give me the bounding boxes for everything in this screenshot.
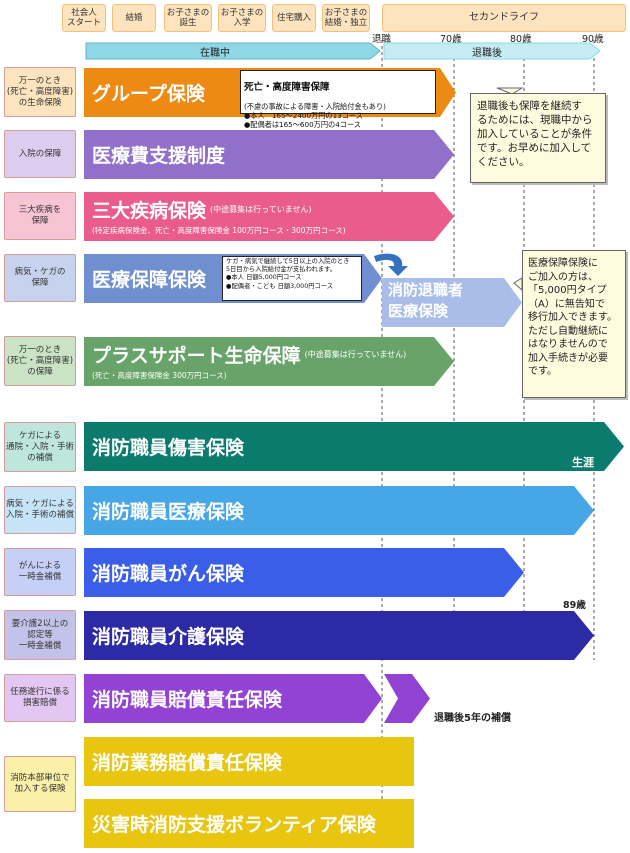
injury-insurance-lifetime: 生涯	[572, 456, 594, 469]
after-retire-arrow	[383, 42, 601, 60]
callout-retirement-note: 退職後も保障を継続す るためには、現職中から 加入していることが条件 です。お早…	[470, 93, 606, 183]
category-unit-insurance: 消防本部単位で 加入する保険	[4, 756, 76, 812]
life-event-marriage: 結婚	[112, 4, 156, 32]
group-insurance-detail-body: (不慮の事故による障害・入院給付金もあり) ●本人 165〜2400万円の13コ…	[244, 102, 386, 129]
plus-support-arrow	[84, 337, 454, 386]
row-plus-support[interactable]: プラスサポート生命保障(中途募集は行っていません) (死亡・高度障害保険金 30…	[84, 337, 454, 386]
plus-support-title: プラスサポート生命保障	[92, 344, 301, 367]
in-service-label: 在職中	[200, 48, 230, 59]
category-three-diseases: 三大疾病を 保障	[4, 192, 76, 240]
plus-support-title-wrap: プラスサポート生命保障(中途募集は行っていません)	[92, 337, 406, 371]
row-medical-support[interactable]: 医療費支援制度	[84, 130, 454, 179]
life-event-career-start: 社会人 スタート	[62, 4, 106, 32]
life-event-child-school: お子さまの 入学	[218, 4, 266, 32]
category-accident: ケガによる 通院・入院・手術 の補償	[4, 422, 76, 472]
three-diseases-note: (特定疾病保険金、死亡・高度障害保険金 100万円コース・300万円コース)	[92, 226, 346, 235]
category-nursing-care: 要介護2以上の 認定等 一時金補償	[4, 610, 76, 660]
callout-medical-transfer-note: 医療保障保険に ご加入の方は、 「5,000円タイプ （A）に無告知で 移行加入…	[522, 250, 626, 398]
three-diseases-inline-note: (中途募集は行っていません)	[210, 204, 312, 214]
category-liability: 任務遂行に係る 損害賠償	[4, 674, 76, 722]
three-diseases-title-wrap: 三大疾病保険(中途募集は行っていません)	[92, 192, 312, 226]
medical-security-title: 医療保障保険	[92, 269, 207, 291]
retiree-medical-arrow	[382, 278, 522, 327]
transfer-arrow-icon	[374, 253, 408, 276]
age-80: 80歳	[510, 34, 532, 45]
group-insurance-details: 死亡・高度障害保障 (不慮の事故による障害・入院給付金もあり) ●本人 165〜…	[240, 70, 436, 129]
row-volunteer-insurance[interactable]: 災害時消防支援ボランティア保険	[84, 799, 414, 848]
life-event-child-independence: お子さまの 結婚・独立	[322, 4, 370, 32]
category-medical: 病気・ケガによる 入院・手術の補償	[4, 486, 76, 534]
in-service-arrow	[85, 42, 381, 60]
medical-security-details: ケガ・病気で継続して5日以上の入院のとき 5日目から入院給付金が支払われます。 …	[222, 256, 362, 301]
category-cancer: がんによる 一時金補償	[4, 548, 76, 596]
retiree-medical-title: 消防退職者 医療保険	[388, 281, 464, 320]
row-retiree-medical[interactable]: 消防退職者 医療保険	[382, 278, 522, 327]
after-retire-label: 退職後	[472, 48, 502, 59]
row-nursing-insurance[interactable]: 消防職員介護保険	[84, 611, 594, 660]
life-event-home-purchase: 住宅購入	[272, 4, 316, 32]
three-diseases-arrow	[84, 192, 454, 241]
injury-insurance-title: 消防職員傷害保険	[92, 437, 245, 459]
life-event-child-birth: お子さまの 誕生	[164, 4, 212, 32]
category-illness-injury: 病気・ケガの 保障	[4, 254, 76, 302]
age-70: 70歳	[440, 34, 462, 45]
group-insurance-title: グループ保険	[92, 83, 205, 105]
group-insurance-detail-head: 死亡・高度障害保障	[244, 82, 330, 93]
cancer-insurance-arrow	[84, 548, 524, 597]
age-89: 89歳	[563, 600, 586, 611]
row-three-diseases[interactable]: 三大疾病保険(中途募集は行っていません) (特定疾病保険金、死亡・高度障害保険金…	[84, 192, 454, 241]
fire-duty-liability-title: 消防業務賠償責任保険	[92, 752, 283, 774]
category-hospitalization: 入院の保障	[4, 130, 76, 178]
age-90: 90歳	[582, 34, 604, 45]
row-fire-duty-liability[interactable]: 消防業務賠償責任保険	[84, 737, 414, 786]
medical-insurance-arrow	[84, 486, 594, 535]
liability-extension-chevron	[384, 674, 430, 723]
liability-insurance-arrow	[84, 674, 382, 723]
medical-insurance-title: 消防職員医療保険	[92, 501, 245, 523]
nursing-insurance-title: 消防職員介護保険	[92, 626, 245, 648]
plus-support-inline-note: (中途募集は行っていません)	[304, 349, 407, 359]
medical-support-arrow	[84, 130, 454, 179]
liability-extension-label: 退職後5年の補償	[434, 713, 511, 724]
medical-support-title: 医療費支援制度	[92, 145, 226, 167]
row-medical-insurance[interactable]: 消防職員医療保険	[84, 486, 594, 535]
nursing-insurance-arrow	[84, 611, 594, 660]
three-diseases-title: 三大疾病保険	[92, 199, 207, 222]
injury-insurance-arrow	[84, 422, 624, 471]
cancer-insurance-title: 消防職員がん保険	[92, 563, 245, 585]
second-life-header: セカンドライフ	[382, 4, 626, 32]
volunteer-insurance-title: 災害時消防支援ボランティア保険	[92, 814, 376, 836]
row-liability-insurance[interactable]: 消防職員賠償責任保険	[84, 674, 382, 723]
row-injury-insurance[interactable]: 消防職員傷害保険 生涯	[84, 422, 624, 471]
category-death-disability: 万一のとき (死亡・高度障害) の保障	[4, 336, 76, 386]
category-life-insurance: 万一のとき (死亡・高度障害) の生命保険	[4, 67, 76, 117]
liability-insurance-title: 消防職員賠償責任保険	[92, 689, 283, 711]
plus-support-note: (死亡・高度障害保険金 300万円コース)	[92, 371, 227, 380]
age-retire: 退職	[372, 34, 392, 45]
row-cancer-insurance[interactable]: 消防職員がん保険	[84, 548, 524, 597]
